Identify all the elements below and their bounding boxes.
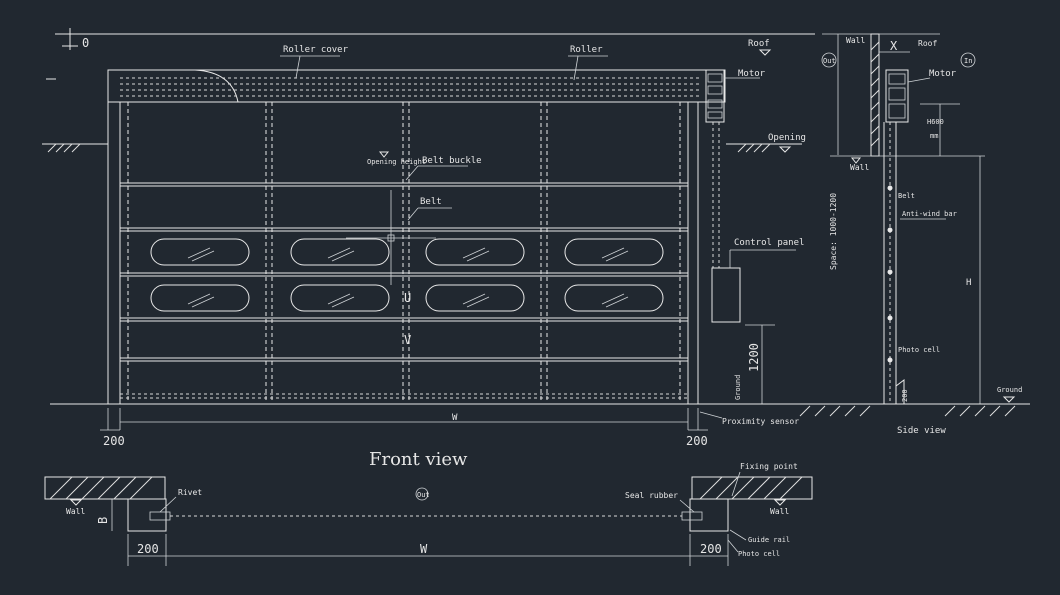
- opening-height-label: Opening height: [367, 158, 426, 166]
- window: [290, 284, 390, 312]
- side-wall-top-label: Wall: [846, 36, 865, 45]
- window: [150, 284, 250, 312]
- plan-wall-right: [691, 476, 813, 500]
- plan-left-200: 200: [137, 542, 159, 556]
- roof-marker: [758, 49, 772, 56]
- front-view: 0 Roller cover Roller Roof: [42, 28, 815, 470]
- side-mm-label: mm: [930, 132, 938, 140]
- window-row-2: [150, 284, 664, 312]
- side-motor: [885, 69, 909, 123]
- belt-buckle-label: Belt buckle: [422, 156, 482, 166]
- plan-b-label: B: [96, 517, 110, 524]
- side-in-label: In: [964, 57, 972, 65]
- side-motor-label: Motor: [929, 69, 957, 79]
- front-motor-label: Motor: [738, 69, 766, 79]
- fixing-point-label: Fixing point: [740, 462, 798, 471]
- side-view-title: Side view: [897, 426, 946, 436]
- u-mark: U: [404, 291, 411, 305]
- roller-cover-curve: [194, 69, 239, 103]
- window: [564, 238, 664, 266]
- side-h600-label: H600: [927, 118, 944, 126]
- roller-cover-label: Roller cover: [283, 45, 349, 55]
- plan-rail-right: [689, 498, 729, 532]
- arrow-mark: V: [404, 333, 411, 347]
- side-x-label: X: [890, 39, 898, 53]
- plan-right-200: 200: [700, 542, 722, 556]
- window: [290, 238, 390, 266]
- anti-wind-bar-label: Anti-wind bar: [902, 210, 957, 218]
- side-out-label: Out: [823, 57, 836, 65]
- plan-wall-right-label: Wall: [770, 507, 789, 516]
- rivet-label: Rivet: [178, 488, 202, 497]
- side-h-label: H: [966, 278, 971, 288]
- side-belt-label: Belt: [898, 192, 915, 200]
- window: [150, 238, 250, 266]
- opening-label: Opening: [768, 133, 806, 143]
- plan-out-label: Out: [417, 491, 430, 499]
- seal-rubber-label: Seal rubber: [625, 491, 678, 500]
- out-circle: [821, 52, 837, 68]
- roller-label: Roller: [570, 45, 603, 55]
- front-left-200: 200: [103, 434, 125, 448]
- front-view-title: Front view: [369, 449, 468, 470]
- side-wall-label: Wall: [850, 163, 869, 172]
- side-roof-label: Roof: [918, 39, 937, 48]
- front-width-label: W: [452, 413, 458, 423]
- plan-wall-left-label: Wall: [66, 507, 85, 516]
- guide-rail-label: Guide rail: [748, 536, 790, 544]
- front-right-200: 200: [686, 434, 708, 448]
- plan-photo-cell-label: Photo cell: [738, 550, 780, 558]
- opening-hatch-left: [47, 143, 81, 153]
- side-dim-200: 200: [901, 389, 909, 402]
- window-row-1: [150, 238, 664, 266]
- front-ground-label: Ground: [734, 375, 742, 400]
- side-photo-cell-label: Photo cell: [898, 346, 940, 354]
- proximity-sensor-label: Proximity sensor: [722, 417, 799, 426]
- roller-cover: [107, 69, 726, 103]
- window: [425, 284, 525, 312]
- front-roof-label: Roof: [748, 39, 770, 49]
- front-motor: [705, 69, 725, 123]
- side-wall: [870, 33, 880, 157]
- dim-1200-label: 1200: [747, 343, 761, 372]
- side-ground-hatch: [799, 405, 1016, 417]
- plan-view: Wall B Rivet Fixing point Seal rubber Wa…: [44, 462, 813, 566]
- plan-rail-left: [127, 498, 167, 532]
- belt-label: Belt: [420, 197, 442, 207]
- zero-label: 0: [82, 36, 89, 50]
- side-view: Wall X Roof Out In Motor H600 mm Wall Sp…: [795, 33, 1030, 436]
- plan-width-label: W: [420, 542, 428, 556]
- control-panel: [711, 267, 741, 323]
- plan-out-circle: [415, 487, 429, 501]
- space-label: Space: 1000-1200: [829, 193, 838, 270]
- in-circle: [960, 52, 976, 68]
- control-panel-label: Control panel: [734, 238, 804, 248]
- window: [564, 284, 664, 312]
- plan-wall-left: [44, 476, 166, 500]
- anti-wind-bar-dots: [887, 185, 893, 363]
- opening-hatch-right: [737, 143, 771, 153]
- side-ground-label: Ground: [997, 386, 1022, 394]
- window: [425, 238, 525, 266]
